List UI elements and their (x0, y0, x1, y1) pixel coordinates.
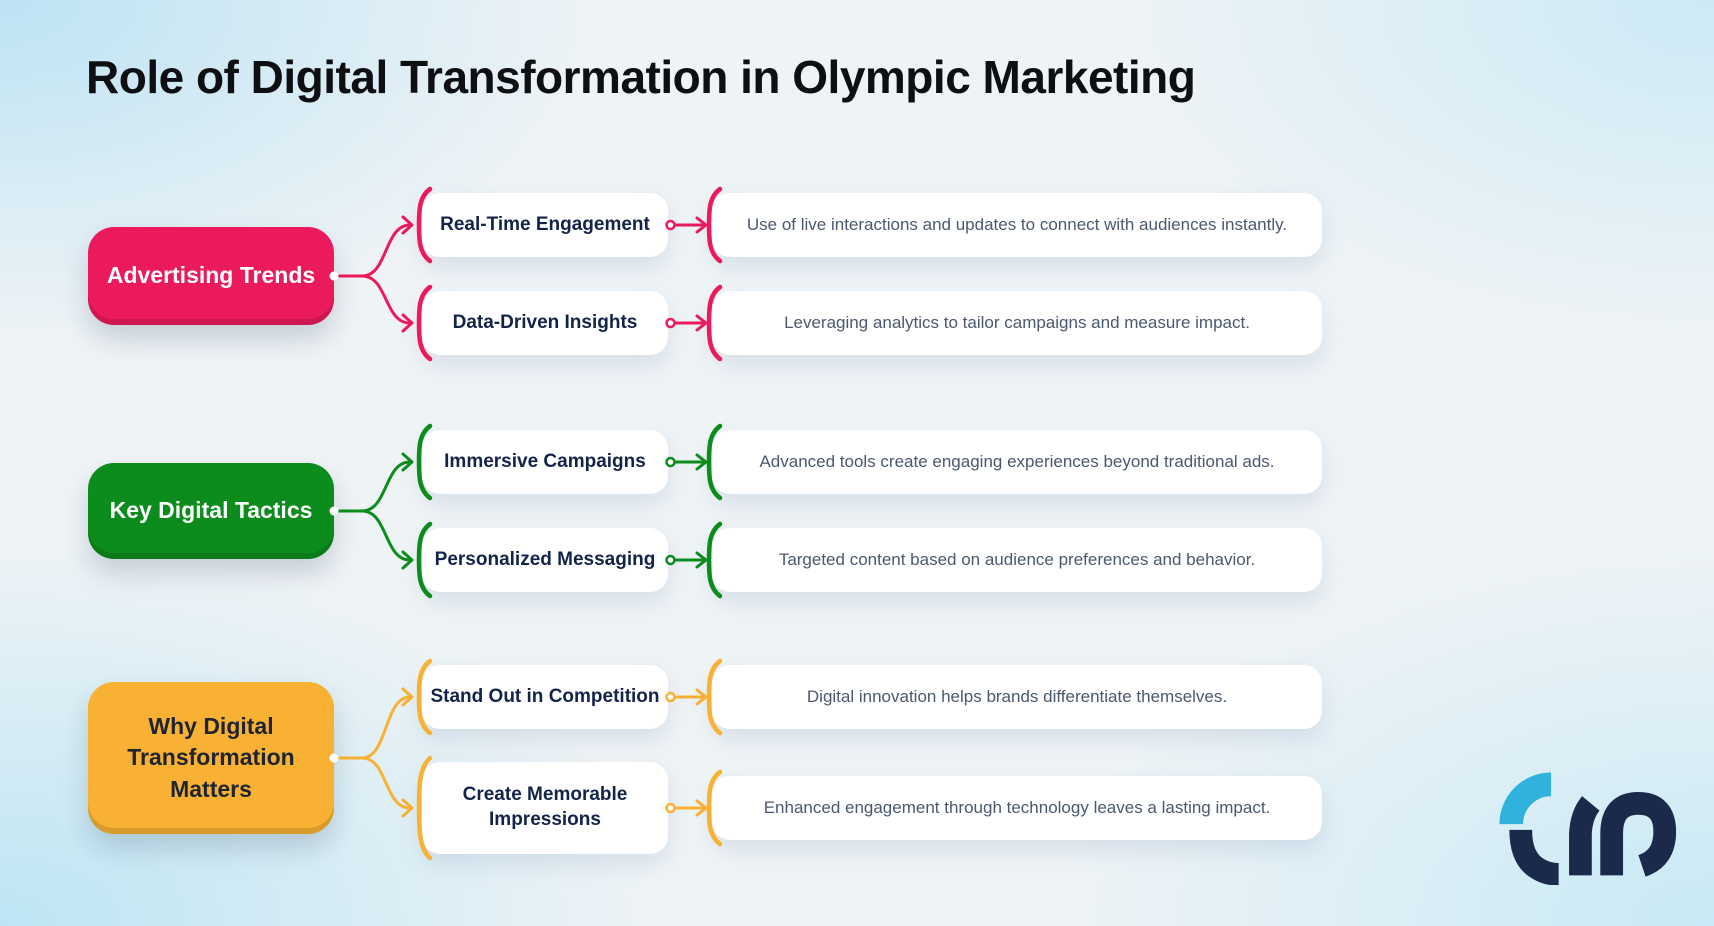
branch-node: Why Digital Transformation Matters (88, 682, 334, 834)
paren-bracket-icon (706, 186, 723, 264)
sub-node: Real-Time Engagement (416, 186, 668, 264)
arrowhead-icon (401, 215, 414, 235)
branch-node: Advertising Trends (88, 227, 334, 325)
arrowhead-icon (695, 799, 708, 817)
description-node: Enhanced engagement through technology l… (706, 769, 1322, 847)
description-text: Use of live interactions and updates to … (746, 215, 1288, 234)
sub-node-label: Stand Out in Competition (430, 685, 660, 707)
branch-node-label: Key Digital Tactics (109, 497, 313, 524)
arrow-connector (665, 799, 708, 817)
branch-node-label: Advertising Trends (106, 262, 316, 289)
connector-ring (665, 554, 676, 566)
description-text: Targeted content based on audience prefe… (778, 550, 1256, 569)
sub-node-label: Data-Driven Insights (452, 311, 638, 333)
connector-ring (665, 219, 676, 231)
arrow-connector (665, 453, 708, 471)
connector-dot (329, 753, 339, 763)
paren-bracket-icon (416, 186, 433, 264)
arrow-connector (665, 216, 708, 234)
sub-node-label: Immersive Campaigns (444, 450, 646, 472)
description-text: Digital innovation helps brands differen… (806, 687, 1228, 706)
arrowhead-icon (401, 687, 414, 707)
connector-dot (329, 271, 339, 281)
page-title: Role of Digital Transformation in Olympi… (86, 51, 1196, 103)
arrow-connector (665, 551, 708, 569)
branch-node-label: Why Digital Transformation Matters (127, 713, 295, 802)
arrowhead-icon (401, 798, 414, 818)
arrowhead-icon (695, 688, 708, 706)
sub-node: Create Memorable Impressions (416, 755, 668, 861)
paren-bracket-icon (416, 521, 433, 599)
paren-bracket-icon (706, 658, 723, 736)
arrow-connector (665, 688, 708, 706)
sub-node: Immersive Campaigns (416, 423, 668, 501)
description-node: Leveraging analytics to tailor campaigns… (706, 284, 1322, 362)
logo-blue-arc (1499, 772, 1552, 825)
connector-ring (665, 317, 676, 329)
description-text: Leveraging analytics to tailor campaigns… (784, 313, 1250, 332)
description-node: Digital innovation helps brands differen… (706, 658, 1322, 736)
logo-stem (1509, 829, 1559, 885)
paren-bracket-icon (416, 284, 433, 362)
paren-bracket-icon (416, 658, 433, 736)
branch-node: Key Digital Tactics (88, 463, 334, 559)
sub-node: Stand Out in Competition (416, 658, 668, 736)
fork-connector (329, 215, 414, 333)
paren-bracket-icon (706, 423, 723, 501)
paren-bracket-icon (416, 423, 433, 501)
arrowhead-icon (695, 314, 708, 332)
paren-bracket-icon (416, 755, 433, 861)
description-text: Enhanced engagement through technology l… (763, 798, 1271, 817)
sub-node-label: Create Memorable Impressions (462, 784, 628, 830)
sub-node: Data-Driven Insights (416, 284, 668, 362)
connector-ring (665, 802, 676, 814)
arrowhead-icon (401, 550, 414, 570)
sub-node-label: Real-Time Engagement (440, 213, 650, 235)
sub-node: Personalized Messaging (416, 521, 668, 599)
arrowhead-icon (401, 313, 414, 333)
paren-bracket-icon (706, 769, 723, 847)
logo-arch (1600, 791, 1677, 877)
description-text: Advanced tools create engaging experienc… (759, 452, 1275, 471)
arrowhead-icon (695, 453, 708, 471)
arrowhead-icon (695, 551, 708, 569)
brand-logo (1499, 772, 1677, 885)
sub-node-label: Personalized Messaging (434, 548, 656, 570)
arrow-connector (665, 314, 708, 332)
paren-bracket-icon (706, 521, 723, 599)
description-node: Advanced tools create engaging experienc… (706, 423, 1322, 501)
connector-ring (665, 456, 676, 468)
logo-middle-stroke (1569, 796, 1600, 876)
connector-ring (665, 691, 676, 703)
description-node: Targeted content based on audience prefe… (706, 521, 1322, 599)
arrowhead-icon (401, 452, 414, 472)
arrowhead-icon (695, 216, 708, 234)
connector-dot (329, 506, 339, 516)
description-node: Use of live interactions and updates to … (706, 186, 1322, 264)
fork-connector (329, 687, 414, 818)
paren-bracket-icon (706, 284, 723, 362)
fork-connector (329, 452, 414, 570)
